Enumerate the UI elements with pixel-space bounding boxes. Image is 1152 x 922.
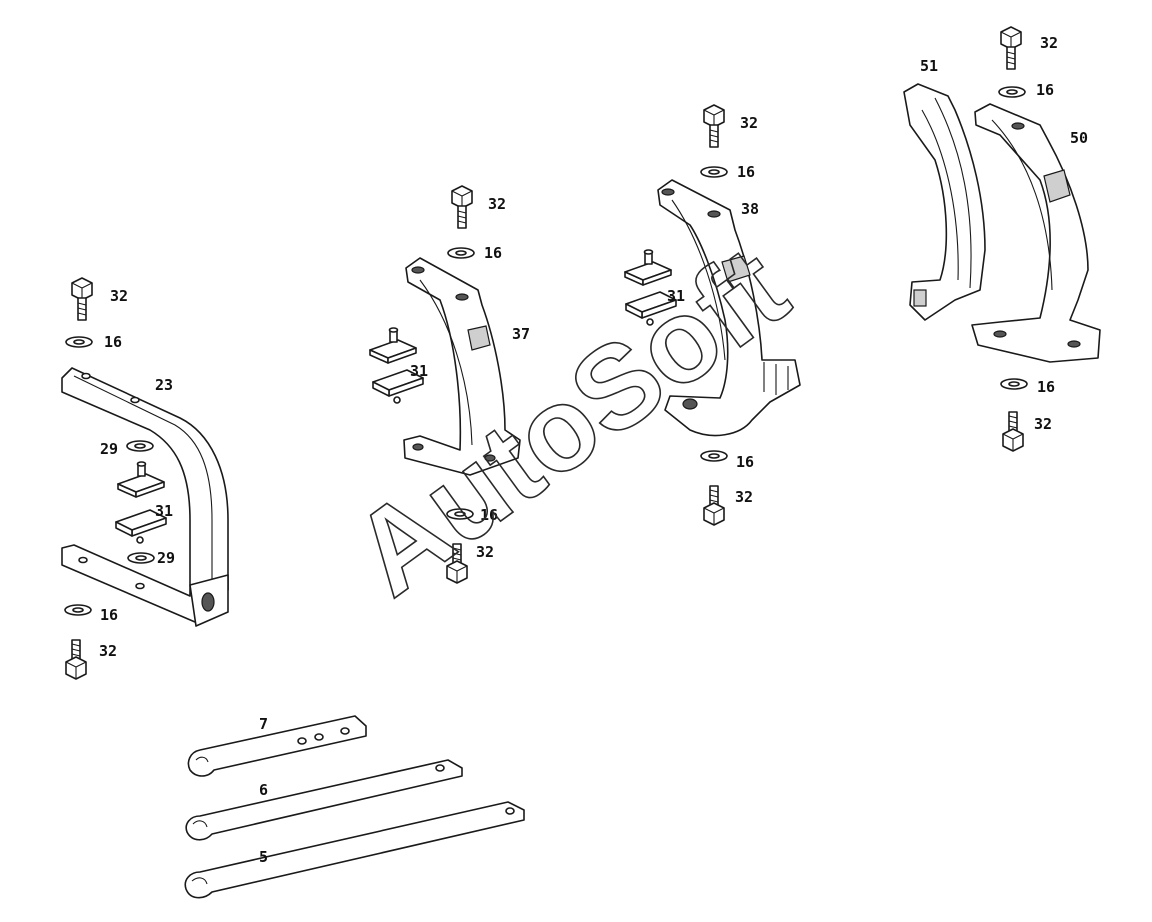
clip-31-icon	[369, 327, 417, 364]
callout-50: 50	[1070, 129, 1088, 147]
callout-37: 37	[512, 325, 530, 343]
washer-16-icon	[65, 336, 93, 348]
callout-32: 32	[99, 642, 117, 660]
callout-31: 31	[667, 287, 685, 305]
bolt-32-icon	[1002, 411, 1024, 452]
callout-51: 51	[920, 57, 938, 75]
callout-16: 16	[100, 606, 118, 624]
fork-51-part	[903, 83, 986, 321]
wrench-5-part	[184, 801, 525, 899]
callout-31: 31	[410, 362, 428, 380]
group-fork-37: 32 16 37 31 16 32	[369, 185, 530, 584]
callout-32: 32	[488, 195, 506, 213]
bolt-32-icon	[71, 277, 93, 321]
callout-31: 31	[155, 502, 173, 520]
callout-29: 29	[157, 549, 175, 567]
washer-16-icon	[700, 450, 728, 462]
washer-16-icon	[447, 247, 475, 259]
callout-32: 32	[740, 114, 758, 132]
bolt-32-icon	[451, 185, 473, 229]
wrench-7-part	[187, 715, 367, 777]
washer-16-icon	[998, 86, 1026, 98]
wrench-6-part	[185, 759, 463, 841]
fork-50-part	[971, 103, 1101, 363]
callout-23: 23	[155, 376, 173, 394]
callout-16: 16	[480, 506, 498, 524]
callout-5: 5	[259, 848, 268, 866]
bolt-32-icon	[703, 485, 725, 526]
callout-16: 16	[736, 453, 754, 471]
washer-16-icon	[1000, 378, 1028, 390]
callout-16: 16	[1037, 378, 1055, 396]
callout-7: 7	[259, 715, 268, 733]
bolt-32-icon	[65, 639, 87, 680]
callout-32: 32	[476, 543, 494, 561]
fork-38-part	[657, 179, 801, 437]
washer-16-icon	[700, 166, 728, 178]
clip-31-icon	[117, 461, 165, 498]
callout-16: 16	[484, 244, 502, 262]
washer-16-icon	[64, 604, 92, 616]
callout-32: 32	[1034, 415, 1052, 433]
callout-6: 6	[259, 781, 268, 799]
bracket-23-part	[61, 367, 229, 627]
group-bracket-23: 32 16 23 29 31 29 16 32	[61, 277, 229, 680]
callout-32: 32	[1040, 34, 1058, 52]
bolt-32-icon	[703, 104, 725, 148]
washer-29-icon	[127, 552, 155, 564]
callout-16: 16	[104, 333, 122, 351]
bolt-32-icon	[1000, 26, 1022, 70]
callout-32: 32	[110, 287, 128, 305]
group-fork-38: 32 16 38 31 16 32	[624, 104, 801, 526]
callout-29: 29	[100, 440, 118, 458]
washer-29-icon	[126, 440, 154, 452]
callout-32: 32	[735, 488, 753, 506]
group-fork-50-51: 51 32 16 50 16 32	[903, 26, 1101, 452]
callout-38: 38	[741, 200, 759, 218]
callout-16: 16	[737, 163, 755, 181]
callout-16: 16	[1036, 81, 1054, 99]
fork-37-part	[403, 257, 521, 476]
